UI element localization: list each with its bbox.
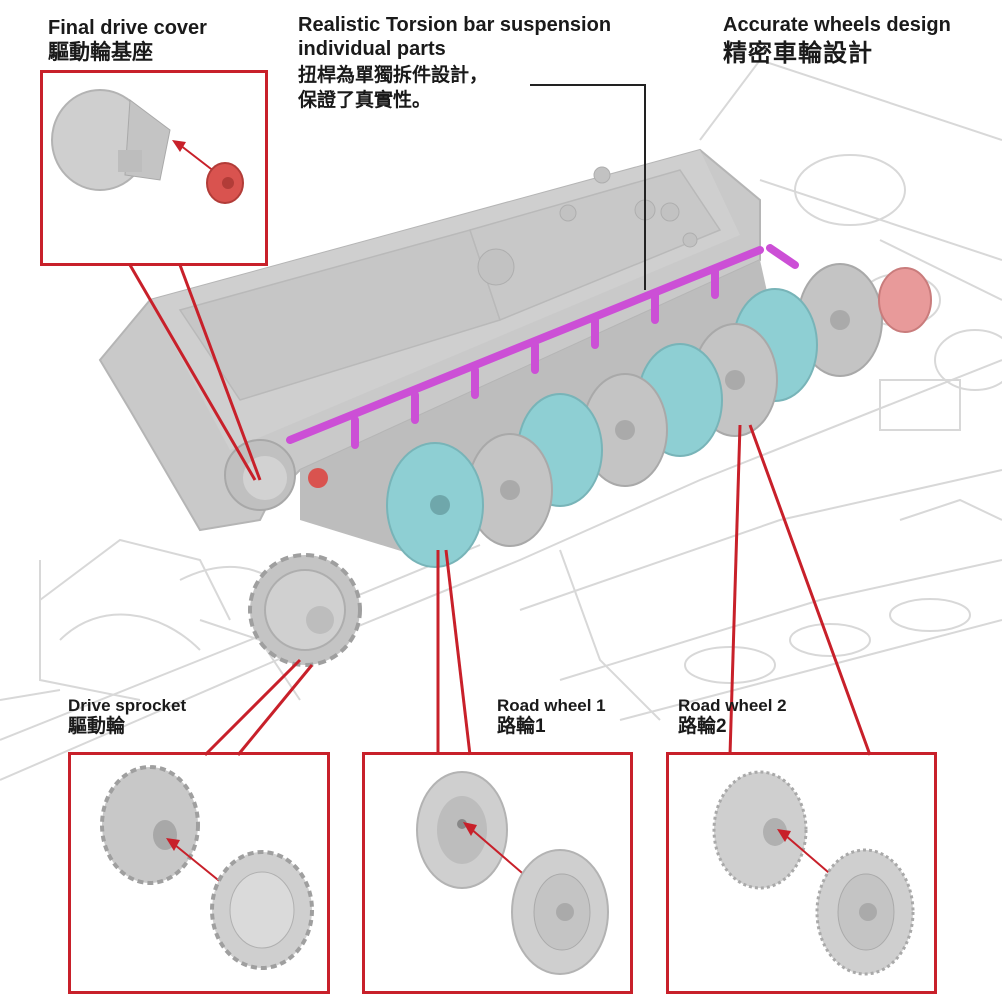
- road-wheel-1-frame: [362, 752, 633, 994]
- wheels-label-en: Accurate wheels design: [723, 14, 951, 36]
- sprocket-detail: [100, 765, 314, 970]
- road-wheels: [386, 263, 932, 568]
- torsion-label: Realistic Torsion bar suspension individ…: [298, 13, 611, 113]
- torsion-label-en-2: individual parts: [298, 38, 446, 60]
- sprocket-frame: [68, 752, 330, 994]
- road-wheel-1-label-zh: 路輪1: [497, 716, 546, 738]
- final-drive-label: Final drive cover 驅動輪基座: [48, 16, 207, 65]
- sprocket-label-zh: 驅動輪: [68, 716, 126, 738]
- final-drive-label-en: Final drive cover: [48, 17, 207, 39]
- sprocket-label: Drive sprocket 驅動輪: [68, 696, 186, 739]
- road-wheel-1-label-en: Road wheel 1: [497, 696, 606, 715]
- final-drive-detail: [51, 89, 244, 204]
- wheels-label-zh: 精密車輪設計: [723, 40, 873, 67]
- leader-lines: [128, 84, 872, 757]
- road-wheel-2-label: Road wheel 2 路輪2: [678, 696, 787, 739]
- road-wheel-2-label-zh: 路輪2: [678, 716, 727, 738]
- final-drive-label-zh: 驅動輪基座: [48, 41, 153, 64]
- final-drive-frame: [40, 70, 268, 266]
- torsion-label-zh-1: 扭桿為單獨拆件設計，: [298, 65, 489, 86]
- torsion-label-zh-2: 保證了真實性。: [298, 89, 432, 111]
- road-wheel-2-frame: [666, 752, 937, 994]
- torsion-bars: [286, 244, 799, 449]
- road-wheel-1-label: Road wheel 1 路輪1: [497, 696, 606, 739]
- road-wheel-2-label-en: Road wheel 2: [678, 696, 787, 715]
- road-wheel-1-detail: [416, 771, 609, 975]
- sprocket-label-en: Drive sprocket: [68, 696, 187, 715]
- hull-drive-sprocket: [248, 553, 362, 667]
- wheels-label: Accurate wheels design 精密車輪設計: [723, 13, 951, 69]
- torsion-label-en-1: Realistic Torsion bar suspension: [298, 14, 612, 36]
- road-wheel-2-detail: [712, 770, 915, 976]
